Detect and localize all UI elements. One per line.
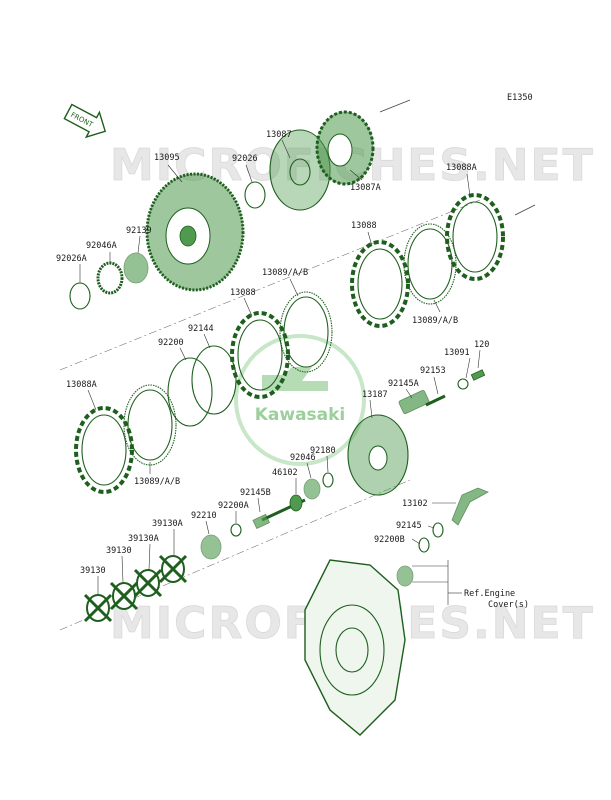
callout-120: 120: [474, 340, 489, 350]
axis-arrow-right: [514, 204, 536, 216]
svg-text:Kawasaki: Kawasaki: [255, 405, 346, 425]
axis-arrow-top: [379, 99, 411, 113]
bearing-92046a-part: [96, 261, 124, 295]
seat-92200a-part: [230, 523, 242, 537]
callout-ref-engine: Ref.Engine: [464, 589, 515, 599]
callout-92210: 92210: [191, 511, 217, 521]
steel-plate-13089-mid-part: [279, 291, 333, 373]
spacer-92139-part: [123, 252, 149, 284]
bolt-120-part: [470, 369, 486, 381]
spring-92145b-part: [252, 513, 270, 530]
callout-13187: 13187: [362, 390, 388, 400]
callout-13088a-top: 13088A: [446, 163, 477, 173]
callout-92180: 92180: [310, 446, 336, 456]
washer-92026-part: [244, 181, 266, 209]
bearing-92210-part: [200, 534, 222, 560]
callout-92046a: 92046A: [86, 241, 117, 251]
nut-13091-part: [457, 378, 469, 390]
callout-13091: 13091: [444, 348, 470, 358]
pushrod-head-part: [289, 494, 303, 512]
callout-92145b: 92145B: [240, 488, 271, 498]
callout-39130-1: 39130: [106, 546, 132, 556]
cam-39130-1-part: [109, 581, 139, 611]
steel-plate-13089-right-part: [403, 223, 457, 305]
callout-13089-left: 13089/A/B: [134, 477, 180, 487]
callout-13089-mid: 13089/A/B: [262, 268, 308, 278]
cam-39130a-1-part: [158, 554, 188, 584]
callout-13088-mid: 13088: [230, 288, 256, 298]
release-lever-part: [451, 487, 489, 526]
callout-ref-cover: Cover(s): [488, 600, 529, 610]
callout-92145a: 92145A: [388, 379, 419, 389]
kawasaki-logo: Kawasaki: [234, 334, 366, 466]
front-arrow-icon: FRONT: [63, 103, 107, 139]
callout-92153: 92153: [420, 366, 446, 376]
callout-13102: 13102: [402, 499, 428, 509]
friction-plate-13088a-left-part: [74, 406, 134, 494]
callout-92200: 92200: [158, 338, 184, 348]
callout-46102: 46102: [272, 468, 298, 478]
callout-13087: 13087: [266, 130, 292, 140]
callout-39130-2: 39130: [80, 566, 106, 576]
callout-13088-top: 13088: [351, 221, 377, 231]
callout-13087a: 13087A: [350, 183, 381, 193]
leader-lines: [79, 139, 481, 605]
callout-92200b: 92200B: [374, 535, 405, 545]
axis-line-upper: [59, 199, 481, 371]
friction-plate-13088-mid-part: [230, 311, 290, 399]
seat-92200b-part: [418, 537, 430, 553]
spring-92145a-part: [398, 389, 430, 415]
shaft-part: [396, 565, 414, 587]
bearing-92046-part: [303, 478, 321, 500]
cam-39130a-2-part: [133, 568, 163, 598]
diagram-code: E1350: [507, 93, 533, 103]
callout-92144: 92144: [188, 324, 214, 334]
clutch-housing-part: [145, 172, 245, 292]
pressure-plate-part: [347, 414, 409, 496]
callout-39130a-2: 39130A: [128, 534, 159, 544]
callout-13088a-left: 13088A: [66, 380, 97, 390]
clutch-hub-a-part: [315, 110, 375, 186]
callout-92026a: 92026A: [56, 254, 87, 264]
callout-39130a-1: 39130A: [152, 519, 183, 529]
washer-92180-part: [322, 472, 334, 488]
callout-13095: 13095: [154, 153, 180, 163]
pin-92153-part: [425, 394, 446, 407]
callout-92026: 92026: [232, 154, 258, 164]
spring-92145-part: [432, 522, 444, 538]
washer-92026a-part: [69, 282, 91, 310]
friction-plate-13088a-top-part: [445, 193, 505, 281]
spring-92144-part: [191, 345, 237, 415]
friction-plate-13088-top-part: [350, 240, 410, 328]
callout-92046: 92046: [290, 453, 316, 463]
cam-39130-2-part: [83, 593, 113, 623]
callout-92200a: 92200A: [218, 501, 249, 511]
callout-92145: 92145: [396, 521, 422, 531]
callout-13089-right: 13089/A/B: [412, 316, 458, 326]
seat-92200-part: [167, 357, 213, 427]
steel-plate-13089-left-part: [123, 384, 177, 466]
callout-92139: 92139: [126, 226, 152, 236]
engine-cover-part: [304, 559, 406, 736]
